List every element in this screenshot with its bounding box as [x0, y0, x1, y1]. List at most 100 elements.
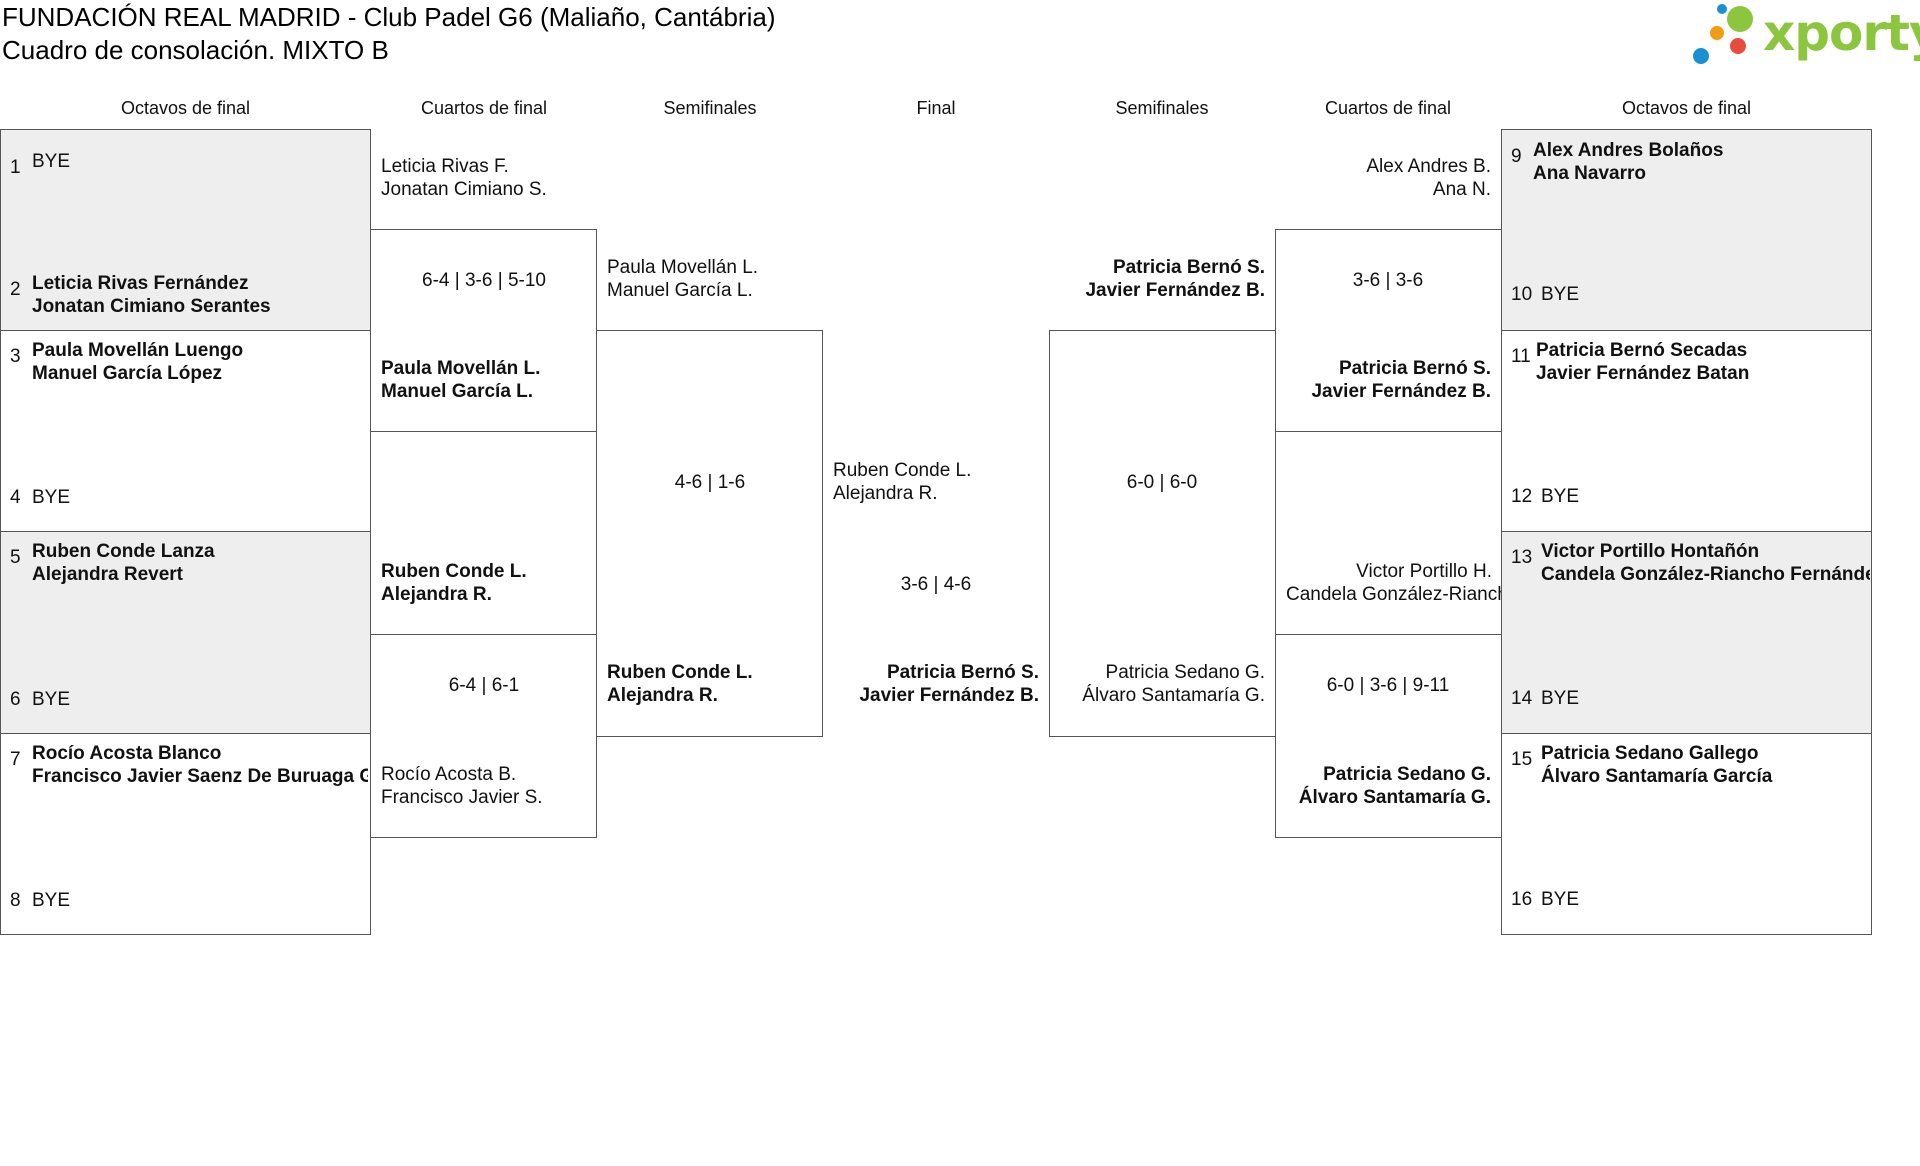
seed-number: 2: [10, 279, 21, 300]
team-line: Alex Andres B.: [1366, 156, 1491, 177]
team-line: Ruben Conde L.: [833, 460, 972, 481]
octavos-slot: 1 BYE: [10, 150, 368, 198]
seed-number: 3: [10, 346, 21, 367]
team-line: Jonatan Cimiano Serantes: [32, 296, 271, 317]
team-line: Patricia Bernó S.: [1112, 257, 1265, 278]
team-line: Ruben Conde L.: [607, 662, 753, 683]
octavos-slot: 14 BYE: [1511, 687, 1870, 735]
cuartos-team: Leticia Rivas F.Jonatan Cimiano S.: [381, 155, 593, 201]
cuartos-team: Victor Portillo H.Candela González-Rianc…: [1286, 560, 1501, 606]
semis-team: Ruben Conde L.Alejandra R.: [607, 661, 819, 707]
round-header-cuartos-right: Cuartos de final: [1324, 98, 1452, 118]
logo-dot-icon: [1717, 4, 1727, 14]
match-score: 6-4 | 6-1: [448, 675, 520, 696]
seed-number: 5: [10, 547, 21, 568]
team-line: Patricia Bernó S.: [1338, 358, 1491, 379]
team-line: Alejandra R.: [607, 685, 718, 706]
team-line: BYE: [1541, 688, 1580, 709]
semis-match-box: [1049, 330, 1276, 737]
final-team: Patricia Bernó S.Javier Fernández B.: [827, 661, 1039, 707]
team-line: Patricia Sedano G.: [1105, 662, 1265, 683]
team-line: BYE: [1541, 486, 1580, 507]
team-line: Patricia Sedano G.: [1323, 764, 1491, 785]
cuartos-team: Ruben Conde L.Alejandra R.: [381, 560, 593, 606]
logo-dot-icon: [1730, 38, 1746, 54]
team-names: BYE: [1541, 687, 1579, 710]
semis-team: Patricia Sedano G.Álvaro Santamaría G.: [1053, 661, 1265, 707]
round-header-octavos-right: Octavos de final: [1621, 98, 1752, 118]
match-score: 6-0 | 6-0: [1126, 472, 1198, 493]
semis-team: Patricia Bernó S.Javier Fernández B.: [1053, 256, 1265, 302]
team-line: Francisco Javier S.: [381, 787, 543, 808]
octavos-slot: 6 BYE: [10, 685, 368, 733]
cuartos-team: Alex Andres B.Ana N.: [1279, 155, 1491, 201]
team-line: Paula Movellán Luengo: [32, 340, 244, 361]
team-line: Victor Portillo Hontañón: [1541, 541, 1760, 562]
seed-number: 12: [1511, 486, 1533, 507]
final-score: 3-6 | 4-6: [900, 574, 972, 595]
team-line: Javier Fernández B.: [859, 685, 1039, 706]
seed-number: 10: [1511, 284, 1533, 305]
team-line: Alejandra R.: [833, 483, 938, 504]
logo-dot-icon: [1710, 26, 1724, 40]
team-line: Álvaro Santamaría García: [1541, 766, 1773, 787]
team-line: Javier Fernández B.: [1311, 381, 1491, 402]
team-line: Manuel García L.: [381, 381, 534, 402]
team-line: BYE: [32, 689, 71, 710]
seed-number: 7: [10, 749, 21, 770]
team-line: Manuel García López: [32, 363, 223, 384]
octavos-match-box: [1501, 733, 1872, 935]
octavos-slot: 8 BYE: [10, 886, 368, 934]
team-line: Alejandra Revert: [32, 564, 184, 585]
page-subtitle: Cuadro de consolación. MIXTO B: [2, 35, 389, 65]
team-line: Rocío Acosta B.: [381, 764, 517, 785]
team-line: Ruben Conde L.: [381, 561, 527, 582]
team-line: Javier Fernández B.: [1085, 280, 1265, 301]
seed-number: 1: [10, 157, 21, 178]
team-names: BYE: [32, 150, 70, 173]
page-title: FUNDACIÓN REAL MADRID - Club Padel G6 (M…: [2, 2, 776, 32]
cuartos-team: Patricia Bernó S.Javier Fernández B.: [1279, 357, 1491, 403]
octavos-slot: 16 BYE: [1511, 888, 1870, 936]
team-line: Rocío Acosta Blanco: [32, 743, 222, 764]
team-line: BYE: [32, 890, 71, 911]
seed-number: 15: [1511, 749, 1533, 770]
semis-match-box: [596, 330, 823, 737]
cuartos-team: Patricia Sedano G.Álvaro Santamaría G.: [1279, 763, 1491, 809]
team-line: Patricia Bernó S.: [886, 662, 1039, 683]
match-score: 6-4 | 3-6 | 5-10: [422, 270, 546, 291]
octavos-slot: 12 BYE: [1511, 485, 1870, 533]
octavos-match-box: [0, 129, 371, 331]
logo-text: xporty: [1763, 4, 1920, 62]
cuartos-team: Paula Movellán L.Manuel García L.: [381, 357, 593, 403]
match-score: 3-6 | 3-6: [1352, 270, 1424, 291]
team-names: BYE: [32, 688, 70, 711]
round-header-semis-right: Semifinales: [1115, 98, 1209, 118]
logo-dot-icon: [1693, 48, 1709, 64]
cuartos-team: Rocío Acosta B.Francisco Javier S.: [381, 763, 593, 809]
team-line: Manuel García L.: [607, 280, 753, 301]
team-line: BYE: [32, 151, 71, 172]
round-header-final: Final: [916, 98, 956, 118]
seed-number: 4: [10, 487, 21, 508]
seed-number: 13: [1511, 547, 1533, 568]
octavos-slot: 4 BYE: [10, 483, 368, 531]
round-header-semis-left: Semifinales: [663, 98, 757, 118]
team-line: Ruben Conde Lanza: [32, 541, 215, 562]
team-line: Francisco Javier Saenz De Buruaga Gomez: [32, 766, 368, 787]
octavos-slot: 10 BYE: [1511, 283, 1870, 331]
seed-number: 11: [1511, 346, 1531, 367]
semis-team: Paula Movellán L.Manuel García L.: [607, 256, 819, 302]
